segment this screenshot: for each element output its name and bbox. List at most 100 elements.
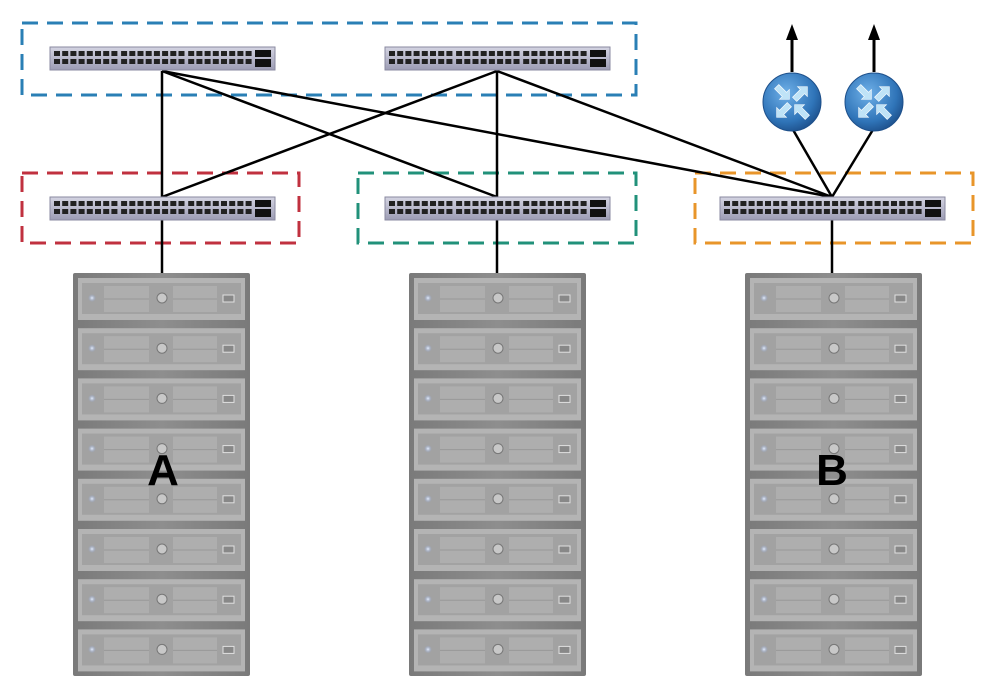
power-led-icon: [88, 444, 96, 453]
leaf-switch-2[interactable]: [384, 196, 611, 221]
power-button-icon: [828, 643, 840, 655]
power-led-icon: [88, 394, 96, 403]
switch-port: [823, 209, 830, 214]
switch-port: [162, 59, 169, 64]
server-unit[interactable]: [414, 629, 581, 672]
switch-port: [413, 209, 420, 214]
switch-port: [111, 51, 118, 56]
switch-port: [866, 209, 873, 214]
switch-port: [480, 59, 487, 64]
switch-port: [915, 201, 922, 206]
switch-port: [858, 201, 865, 206]
switch-port: [464, 209, 471, 214]
usb-port-icon: [222, 545, 235, 554]
server-unit[interactable]: [414, 428, 581, 471]
switch-port: [799, 209, 806, 214]
switch-port: [882, 209, 889, 214]
server-unit[interactable]: [78, 328, 245, 371]
power-led-icon: [424, 494, 432, 503]
power-button-icon: [492, 392, 504, 404]
switch-port: [229, 59, 236, 64]
server-unit[interactable]: [78, 428, 245, 471]
switch-port: [891, 209, 897, 214]
switch-port: [513, 209, 520, 214]
power-led-icon: [88, 294, 96, 302]
switch-port: [430, 201, 436, 206]
switch-port: [832, 209, 839, 214]
spine-switch-2[interactable]: [384, 46, 611, 71]
switch-port: [137, 51, 144, 56]
server-unit[interactable]: [750, 328, 917, 371]
switch-port: [121, 209, 128, 214]
switch-port: [882, 201, 889, 206]
switch-port: [791, 201, 798, 206]
server-unit[interactable]: [414, 278, 581, 320]
server-unit[interactable]: [750, 529, 917, 571]
switch-port: [196, 209, 203, 214]
switch-port: [539, 209, 546, 214]
server-unit[interactable]: [414, 478, 581, 521]
server-unit[interactable]: [78, 378, 245, 421]
power-led-icon: [88, 545, 96, 553]
switch-port: [472, 59, 479, 64]
switch-port: [580, 209, 587, 214]
switch-port: [497, 201, 504, 206]
server-unit[interactable]: [78, 278, 245, 320]
switch-port: [421, 59, 428, 64]
switch-port: [62, 59, 69, 64]
switch-port: [229, 209, 236, 214]
server-unit[interactable]: [414, 378, 581, 421]
router-1[interactable]: [762, 24, 822, 132]
power-button-icon: [828, 443, 840, 455]
server-unit[interactable]: [414, 529, 581, 571]
switch-port: [129, 59, 136, 64]
server-unit[interactable]: [750, 579, 917, 622]
spine-switch-1[interactable]: [49, 46, 276, 71]
server-unit[interactable]: [414, 328, 581, 371]
switch-port: [212, 51, 219, 56]
usb-port-icon: [558, 495, 571, 504]
switch-port: [204, 51, 211, 56]
switch-port: [472, 201, 479, 206]
router-2[interactable]: [844, 24, 904, 132]
server-unit[interactable]: [750, 629, 917, 672]
server-unit[interactable]: [750, 478, 917, 521]
switch-port: [807, 201, 814, 206]
switch-port: [413, 51, 420, 56]
switch-port: [823, 201, 830, 206]
server-unit[interactable]: [78, 478, 245, 521]
server-rack-icon: [745, 273, 922, 676]
switch-port: [196, 201, 203, 206]
switch-port: [62, 201, 69, 206]
server-rack-2[interactable]: [409, 273, 586, 676]
rack-label-b: B: [816, 446, 848, 495]
leaf-switch-3[interactable]: [719, 196, 946, 221]
server-unit[interactable]: [750, 378, 917, 421]
server-unit[interactable]: [750, 428, 917, 471]
switch-port: [464, 59, 471, 64]
usb-port-icon: [894, 495, 907, 504]
server-rack-3[interactable]: [745, 273, 922, 676]
server-unit[interactable]: [78, 579, 245, 622]
server-unit[interactable]: [750, 278, 917, 320]
switch-port: [121, 51, 128, 56]
leaf-switch-1[interactable]: [49, 196, 276, 221]
server-unit[interactable]: [414, 579, 581, 622]
switch-port: [78, 209, 85, 214]
switch-port: [756, 209, 763, 214]
switch-port: [397, 201, 404, 206]
power-button-icon: [156, 443, 168, 455]
server-unit[interactable]: [78, 629, 245, 672]
switch-port: [915, 209, 922, 214]
switch-port: [221, 201, 227, 206]
switch-port: [245, 51, 252, 56]
switch-port: [78, 201, 85, 206]
server-rack-1[interactable]: [73, 273, 250, 676]
switch-port: [196, 59, 203, 64]
power-button-icon: [492, 643, 504, 655]
server-unit[interactable]: [78, 529, 245, 571]
switch-port: [556, 201, 562, 206]
switch-port: [62, 51, 69, 56]
switch-port: [86, 59, 93, 64]
